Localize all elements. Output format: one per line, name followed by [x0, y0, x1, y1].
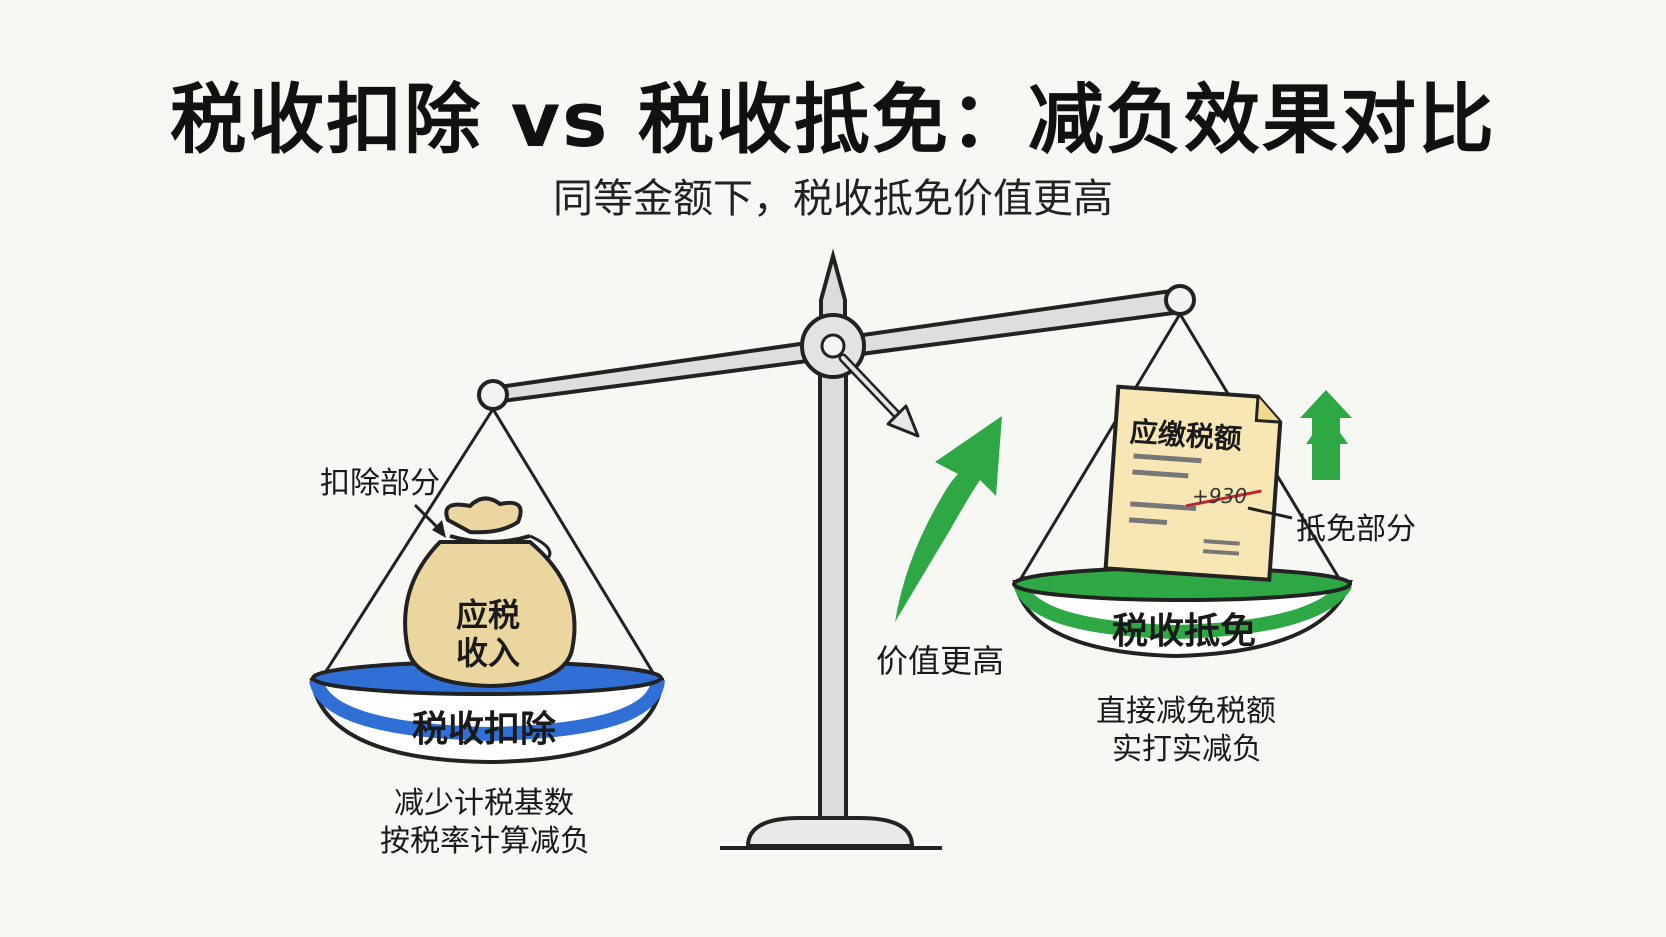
- scale-base: [745, 816, 915, 848]
- value-rising-arrow: [895, 416, 1002, 622]
- bag-label-line1: 应税: [456, 596, 521, 634]
- credit-pointer: [1247, 506, 1293, 520]
- money-bag: [403, 540, 577, 689]
- credit-annotation: 抵免部分: [1296, 512, 1416, 547]
- left-desc-line1: 减少计税基数: [394, 786, 574, 821]
- page-subtitle: 同等金额下，税收抵免价值更高: [553, 176, 1113, 222]
- tax-document: [1103, 384, 1283, 582]
- right-desc-line2: 实打实减负: [1112, 732, 1262, 767]
- page-title: 税收扣除 vs 税收抵免：减负效果对比: [170, 75, 1496, 164]
- left-hanger-ring: [477, 379, 509, 411]
- right-pan-rim: [1013, 580, 1353, 640]
- left-pan: [309, 678, 665, 765]
- deduction-annotation: 扣除部分: [320, 466, 440, 501]
- tilt-arrow: [841, 356, 902, 420]
- credit-up-arrow: [1300, 390, 1352, 480]
- left-desc-line2: 按税率计算减负: [380, 824, 590, 859]
- pivot-pin: [820, 333, 846, 359]
- right-desc-line1: 直接减免税额: [1096, 694, 1276, 729]
- right-hanger-ring: [1164, 284, 1196, 316]
- doc-crossed-value: +930: [1192, 484, 1247, 508]
- left-pan-rim: [309, 678, 665, 742]
- scale-post: [818, 328, 848, 820]
- bag-label-line2: 收入: [456, 634, 521, 672]
- right-pan-label: 税收抵免: [1112, 611, 1257, 652]
- right-pan: [1012, 580, 1353, 659]
- value-higher-label: 价值更高: [876, 642, 1005, 680]
- money-bag-neck: [444, 496, 523, 535]
- tilt-arrowhead: [886, 404, 920, 438]
- left-pan-label: 税收扣除: [412, 709, 557, 750]
- doc-title: 应缴税额: [1128, 415, 1243, 456]
